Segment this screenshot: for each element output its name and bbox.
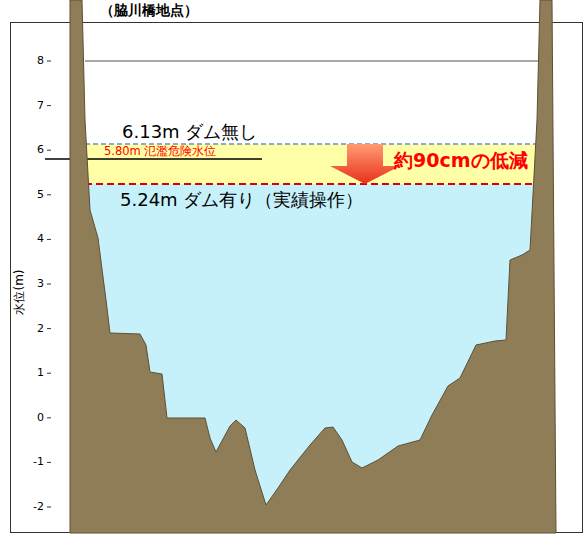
axis-tick-label: 1 xyxy=(37,367,44,380)
reduction-band xyxy=(80,144,545,184)
grid-line xyxy=(85,61,540,62)
axis-tick-label: 7 xyxy=(37,99,44,112)
danger-level-label: 5.80m 氾濫危険水位 xyxy=(104,146,216,158)
no-dam-level-line xyxy=(85,143,545,145)
level-label: 5.24m ダム有り（実績操作） xyxy=(120,190,363,211)
y-axis-ticks xyxy=(47,61,51,507)
axis-tick-label: -1 xyxy=(33,456,44,469)
axis-tick-label: 4 xyxy=(37,233,44,246)
axis-tick-label: 8 xyxy=(37,55,44,68)
riverbed-terrain xyxy=(70,0,556,533)
dam-level-line xyxy=(85,183,545,185)
axis-title: 水位(m) xyxy=(13,269,27,314)
reduction-arrow xyxy=(330,144,400,184)
axis-tick-label: 0 xyxy=(37,411,44,424)
axis-tick-label: 5 xyxy=(37,188,44,201)
axis-tick-label: 6 xyxy=(37,144,44,157)
axis-tick-label: 3 xyxy=(37,278,44,291)
axis-tick-label: 2 xyxy=(37,322,44,335)
reduction-label: 約90cmの低減 xyxy=(394,150,528,172)
axis-tick-label: -2 xyxy=(33,501,44,514)
level-label: 6.13m ダム無し xyxy=(122,122,257,143)
chart-title: （脇川橋地点） xyxy=(100,2,198,18)
